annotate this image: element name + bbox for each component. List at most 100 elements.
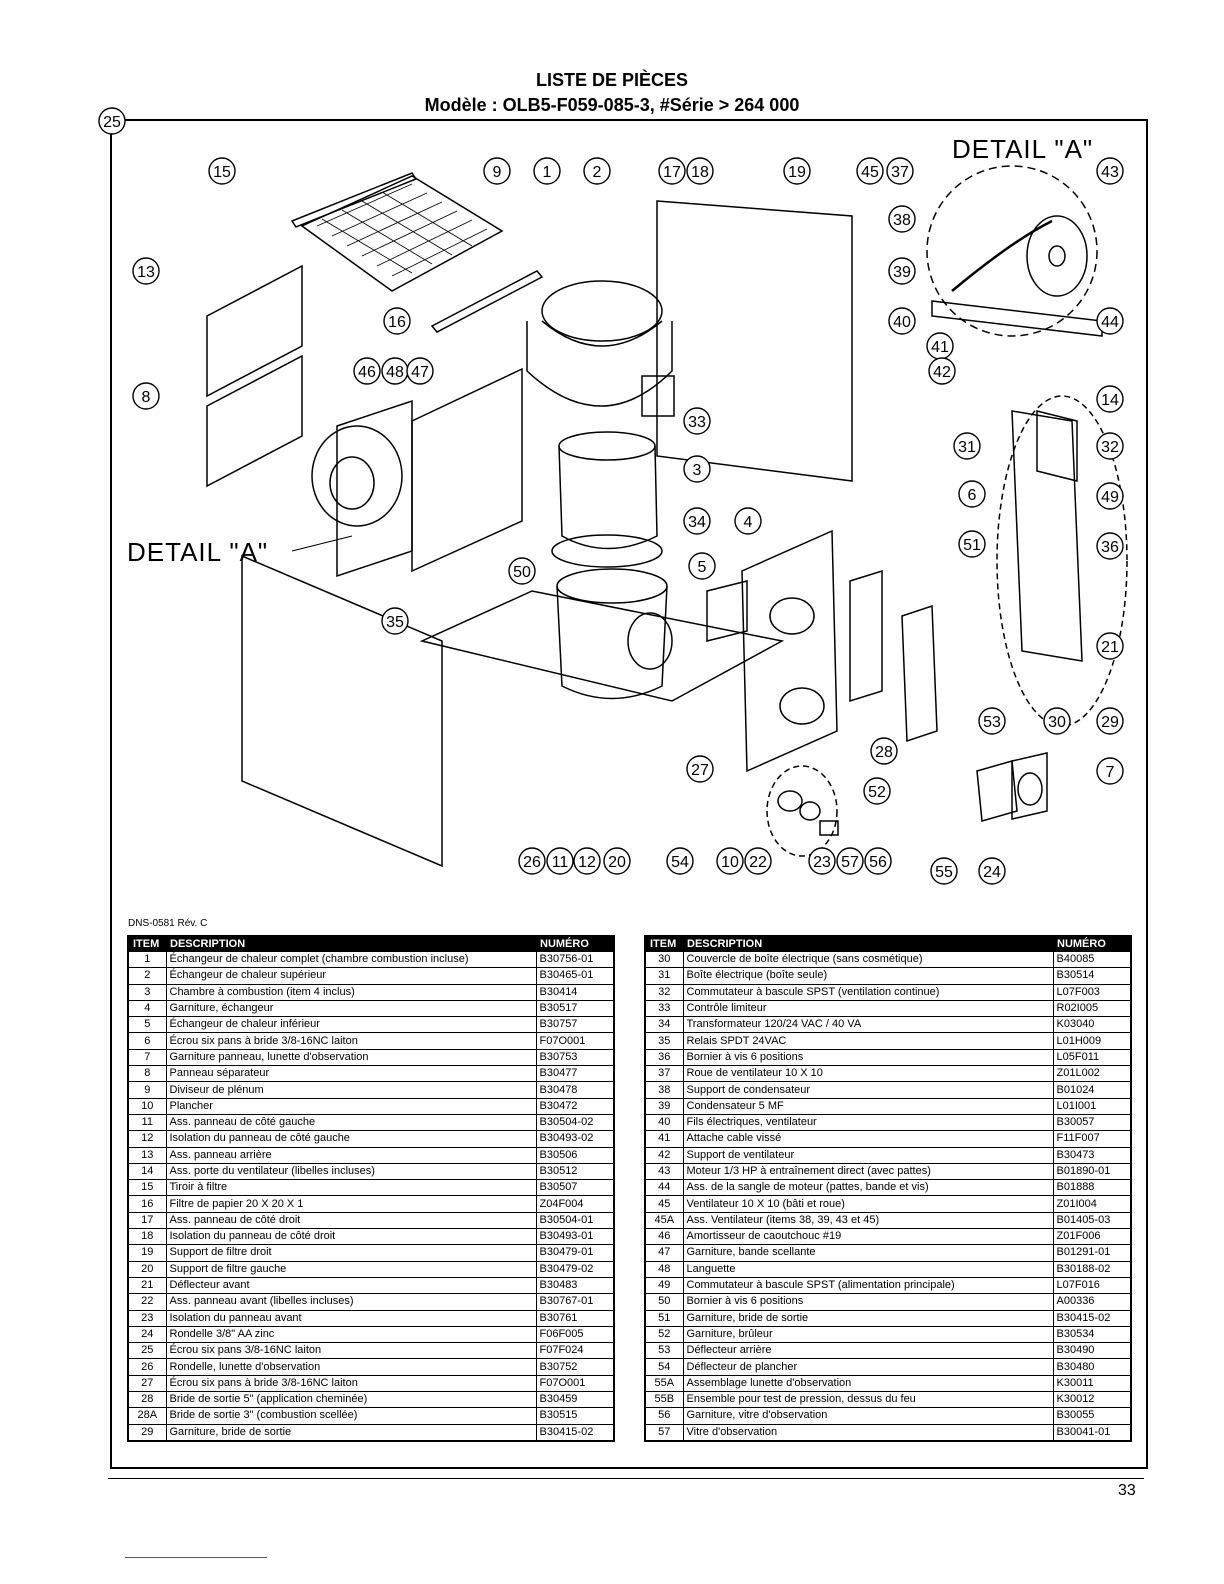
callout-label: 19: [788, 164, 806, 181]
cell-numero: F07F024: [535, 1342, 615, 1360]
callout-circle: [383, 307, 411, 335]
callout-label: 56: [869, 854, 887, 871]
callout-circle: [870, 737, 898, 765]
cell-description: Support de condensateur: [682, 1081, 1054, 1099]
cell-description: Ventilateur 10 X 10 (bâti et roue): [682, 1195, 1054, 1213]
cell-item: 27: [127, 1374, 167, 1393]
callout-label: 7: [1106, 764, 1115, 781]
cell-item: 37: [644, 1065, 684, 1083]
left-side-panel: [241, 554, 443, 868]
cell-item: 19: [127, 1244, 167, 1262]
cell-numero: B30507: [535, 1179, 615, 1197]
callout-circle: [888, 257, 916, 285]
cell-description: Plancher: [165, 1097, 537, 1115]
cell-description: Isolation du panneau de côté droit: [165, 1228, 537, 1246]
callout-circle: [1096, 157, 1124, 185]
cell-description: Boîte électrique (boîte seule): [682, 967, 1054, 985]
cell-item: 9: [127, 1081, 167, 1099]
callout-label: 39: [893, 264, 911, 281]
cell-description: Bride de sortie 3" (combustion scellée): [165, 1407, 537, 1425]
callout-circle: [603, 847, 631, 875]
cell-item: 38: [644, 1081, 684, 1099]
cell-description: Support de filtre gauche: [165, 1260, 537, 1278]
callout-circle: [1096, 432, 1124, 460]
cell-numero: R02I005: [1052, 999, 1132, 1018]
callout-label: 4: [744, 514, 753, 531]
callout-circle: [1096, 385, 1124, 413]
callout-label: 15: [213, 164, 231, 181]
callout-label: 37: [891, 164, 909, 181]
callout-label: 25: [103, 114, 121, 131]
callout-label: 43: [1101, 164, 1119, 181]
callout-circle: [583, 157, 611, 185]
cell-description: Garniture, brûleur: [682, 1325, 1054, 1344]
cell-description: Bornier à vis 6 positions: [682, 1048, 1054, 1067]
front-panel-drawing: [741, 529, 838, 773]
callout-label: 27: [691, 762, 709, 779]
cell-description: Isolation du panneau avant: [165, 1309, 537, 1327]
cell-numero: B30506: [535, 1146, 615, 1164]
callout-circle: [886, 157, 914, 185]
cell-description: Ass. de la sangle de moteur (pattes, ban…: [682, 1179, 1054, 1197]
cell-numero: B30479-01: [535, 1244, 615, 1262]
callout-circle: [953, 432, 981, 460]
cell-description: Moteur 1/3 HP à entraînement direct (ave…: [682, 1162, 1054, 1181]
cell-numero: B30414: [535, 983, 615, 1001]
callout-label: 47: [411, 364, 429, 381]
callout-circle: [132, 257, 160, 285]
cell-description: Ass. panneau avant (libelles incluses): [165, 1293, 537, 1311]
cell-item: 47: [644, 1244, 684, 1262]
callout-circle: [1043, 707, 1071, 735]
cell-numero: B01405-03: [1052, 1211, 1132, 1230]
callout-circle: [508, 557, 536, 585]
cell-description: Échangeur de chaleur complet (chambre co…: [165, 950, 537, 969]
cell-item: 40: [644, 1113, 684, 1132]
callout-label: 45: [861, 164, 879, 181]
cell-item: 5: [127, 1016, 167, 1034]
cell-numero: B30479-02: [535, 1260, 615, 1278]
callout-label: 23: [813, 854, 831, 871]
cell-item: 43: [644, 1162, 684, 1181]
cell-numero: B30761: [535, 1309, 615, 1327]
callout-label: 38: [893, 212, 911, 229]
cell-numero: Z04F004: [535, 1195, 615, 1213]
callout-label: 9: [493, 164, 502, 181]
callout-circle: [533, 157, 561, 185]
callout-label: 52: [868, 784, 886, 801]
cell-item: 6: [127, 1032, 167, 1050]
cell-item: 35: [644, 1032, 684, 1050]
cell-item: 41: [644, 1130, 684, 1148]
cell-description: Isolation du panneau de côté gauche: [165, 1130, 537, 1148]
cell-item: 3: [127, 983, 167, 1001]
document-reference: DNS-0581 Rév. C: [128, 918, 208, 929]
cell-item: 50: [644, 1293, 684, 1311]
cell-description: Écrou six pans à bride 3/8-16NC laiton: [165, 1032, 537, 1050]
cell-description: Attache cable vissé: [682, 1130, 1054, 1148]
cell-numero: B30534: [1052, 1325, 1132, 1344]
cell-numero: B30465-01: [535, 967, 615, 985]
cell-item: 36: [644, 1048, 684, 1067]
cell-numero: B30504-02: [535, 1113, 615, 1132]
cell-item: 15: [127, 1179, 167, 1197]
cell-description: Ass. porte du ventilateur (libelles incl…: [165, 1162, 537, 1181]
cell-description: Transformateur 120/24 VAC / 40 VA: [682, 1016, 1054, 1034]
callout-circle: [930, 857, 958, 885]
callout-label: 14: [1101, 392, 1119, 409]
cell-description: Assemblage lunette d'observation: [682, 1374, 1054, 1393]
cell-numero: L07F016: [1052, 1276, 1132, 1295]
